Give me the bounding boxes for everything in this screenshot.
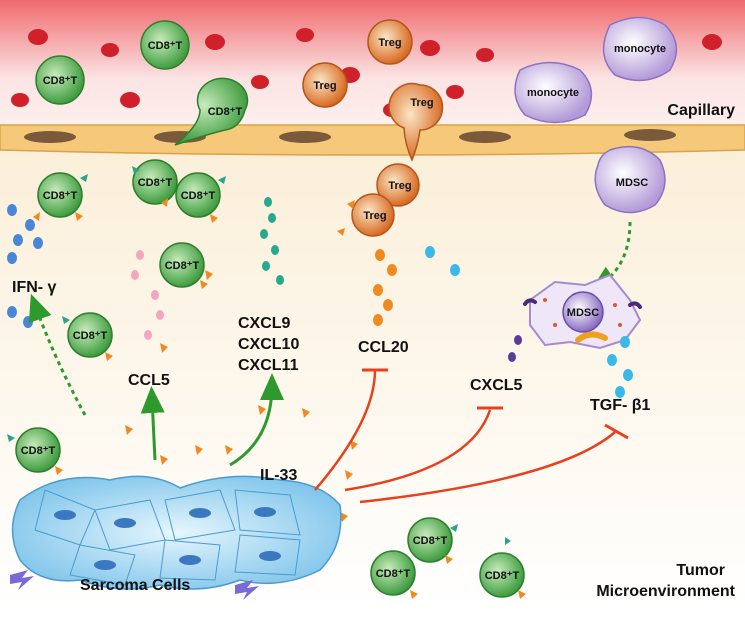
- ifn-gamma-arrow: [28, 293, 87, 416]
- svg-text:MDSC: MDSC: [616, 177, 648, 189]
- ccl5-label: CCL5: [128, 372, 170, 389]
- receptor-marks-teal: [7, 166, 511, 545]
- svg-text:Treg: Treg: [410, 97, 433, 109]
- monocyte-cell: monocyte: [514, 61, 593, 124]
- svg-text:CD8⁺T: CD8⁺T: [148, 40, 183, 52]
- sarcoma-cells-label: Sarcoma Cells: [80, 577, 190, 594]
- svg-text:CD8⁺T: CD8⁺T: [138, 177, 173, 189]
- il33-inhibits-ccl20: [314, 368, 388, 491]
- cxcl5-label: CXCL5: [470, 377, 523, 394]
- cxcl9-label: CXCL9: [238, 315, 291, 332]
- cd8-t-cell: CD8⁺T: [37, 172, 83, 218]
- treg-cell-extravasating: Treg: [388, 82, 444, 162]
- treg-cell: Treg: [302, 62, 348, 108]
- svg-text:CD8⁺T: CD8⁺T: [208, 106, 243, 118]
- mdsc-cell: MDSC: [594, 145, 666, 214]
- cd8-t-cell: CD8⁺T: [370, 550, 416, 596]
- il33-inhibits-cxcl5: [344, 406, 503, 492]
- treg-cell: Treg: [367, 19, 413, 65]
- svg-text:Treg: Treg: [363, 210, 386, 222]
- tgf-beta1-label: TGF- β1: [590, 397, 651, 414]
- cxcl10-label: CXCL10: [238, 336, 299, 353]
- svg-text:Treg: Treg: [313, 80, 336, 92]
- blue-molecules: [425, 246, 633, 398]
- cd8-t-cell-extravasating: CD8⁺T: [174, 77, 249, 146]
- treg-cell: Treg: [376, 163, 420, 207]
- svg-text:CD8⁺T: CD8⁺T: [43, 75, 78, 87]
- svg-text:MDSC: MDSC: [567, 307, 599, 319]
- svg-text:monocyte: monocyte: [527, 87, 579, 99]
- cd8-t-cell: CD8⁺T: [407, 517, 453, 563]
- cxcl9-10-11-molecules: [260, 197, 284, 285]
- sarcoma-cells: [10, 475, 342, 600]
- cd8-t-cell: CD8⁺T: [132, 159, 178, 205]
- monocyte-cell: monocyte: [602, 16, 678, 82]
- cd8-t-cell: CD8⁺T: [15, 427, 61, 473]
- svg-text:monocyte: monocyte: [614, 43, 666, 55]
- ccl5-arrow: [140, 386, 165, 461]
- il-33-label: IL-33: [260, 467, 297, 484]
- cd8-t-cell: CD8⁺T: [175, 172, 221, 218]
- activated-mdsc: MDSC: [523, 273, 642, 350]
- svg-text:CD8⁺T: CD8⁺T: [43, 190, 78, 202]
- microenvironment-label: Microenvironment: [596, 583, 735, 600]
- svg-text:CD8⁺T: CD8⁺T: [181, 190, 216, 202]
- ccl20-molecules: [373, 249, 397, 326]
- il33-inhibits-tgf-beta1: [359, 423, 629, 504]
- ifn-gamma-label: IFN- γ: [12, 279, 57, 296]
- il-33-molecules: [125, 270, 358, 522]
- receptor-marks: [33, 198, 526, 599]
- svg-text:Treg: Treg: [378, 37, 401, 49]
- svg-text:CD8⁺T: CD8⁺T: [376, 568, 411, 580]
- cd8-t-cell: CD8⁺T: [67, 312, 113, 358]
- tumor-label: Tumor: [676, 562, 725, 579]
- svg-text:CD8⁺T: CD8⁺T: [73, 330, 108, 342]
- capillary-label: Capillary: [667, 102, 735, 119]
- cxcl5-molecules: [508, 335, 522, 362]
- cd8-t-cell: CD8⁺T: [479, 552, 525, 598]
- cd8-t-cell: CD8⁺T: [35, 55, 85, 105]
- svg-text:CD8⁺T: CD8⁺T: [413, 535, 448, 547]
- svg-text:Treg: Treg: [388, 180, 411, 192]
- cd8-t-cell: CD8⁺T: [140, 20, 190, 70]
- cxcl11-label: CXCL11: [238, 357, 299, 374]
- cd8-t-cell: CD8⁺T: [159, 242, 205, 288]
- cxcl9-10-11-arrow: [229, 373, 284, 467]
- svg-text:CD8⁺T: CD8⁺T: [485, 570, 520, 582]
- ccl20-label: CCL20: [358, 339, 409, 356]
- svg-text:CD8⁺T: CD8⁺T: [21, 445, 56, 457]
- svg-text:CD8⁺T: CD8⁺T: [165, 260, 200, 272]
- treg-cell: Treg: [351, 193, 395, 237]
- ccl5-molecules: [131, 250, 164, 340]
